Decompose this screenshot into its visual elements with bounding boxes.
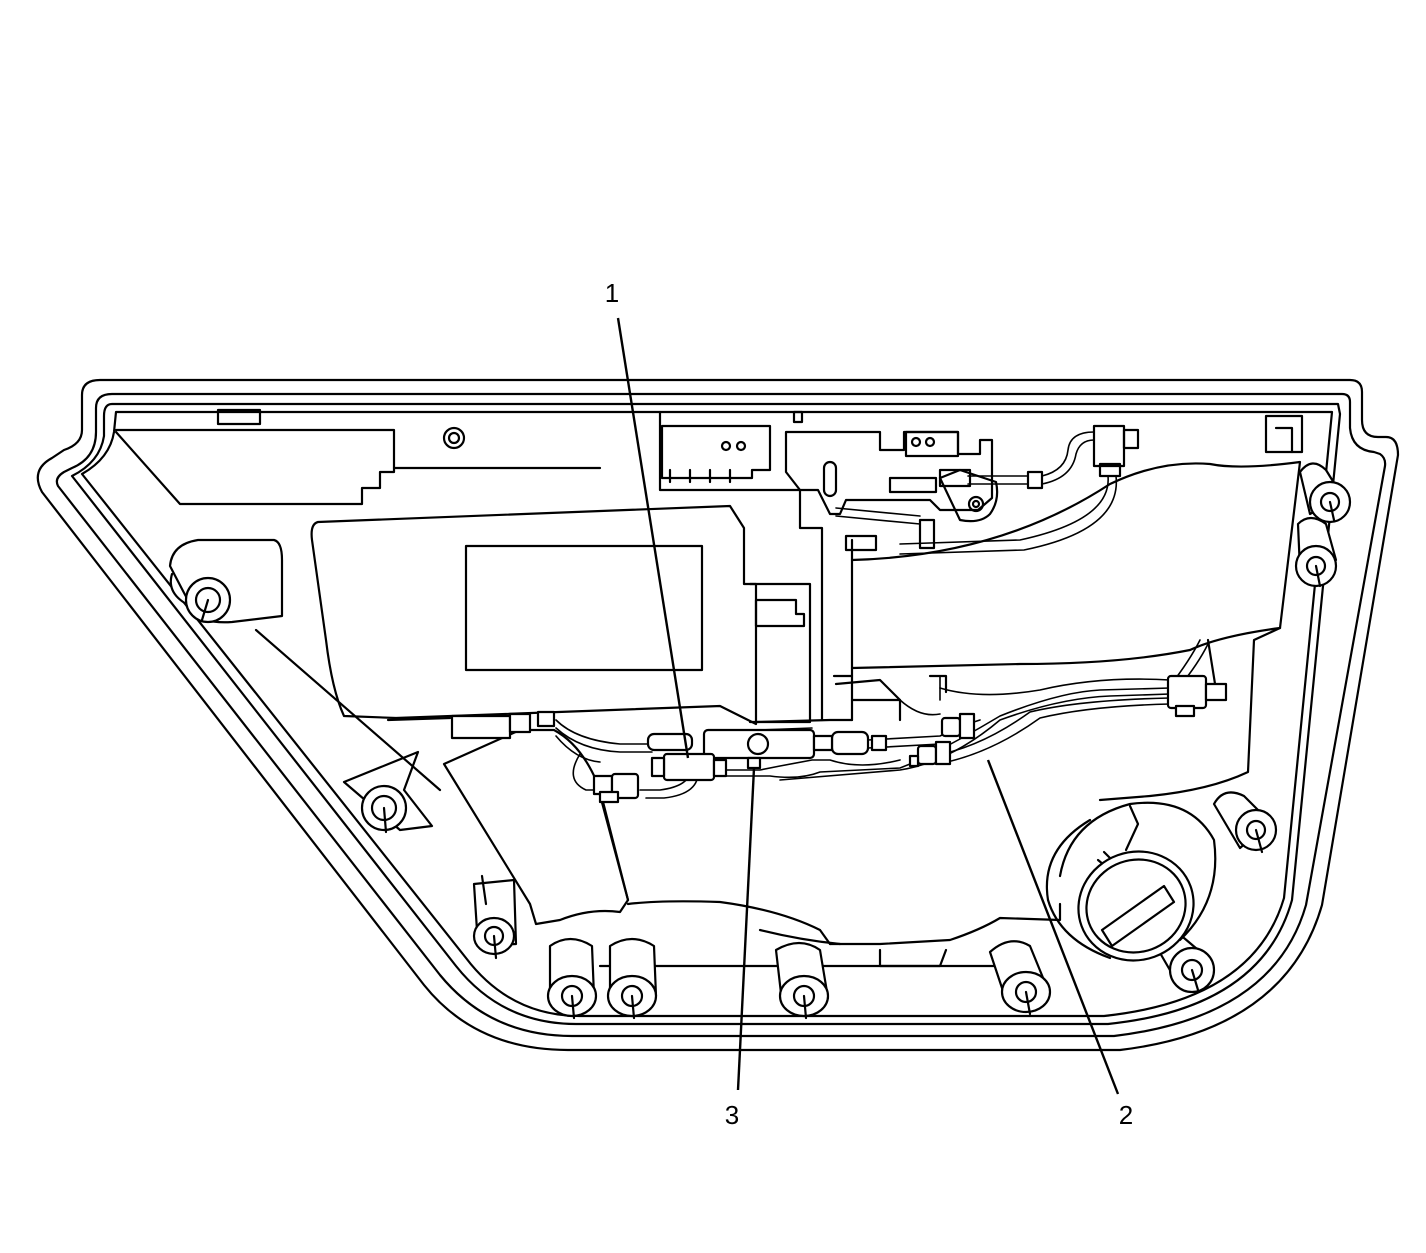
- callout-labels: 1 3 2: [605, 278, 1133, 1130]
- retainer-clip: [606, 937, 658, 1020]
- upper-left-bracket: [114, 408, 602, 506]
- clip-upper-left: [168, 538, 284, 624]
- callout-leaders: [616, 317, 1120, 1095]
- retainer-clip: [1212, 791, 1278, 854]
- retainer-clip: [988, 940, 1052, 1016]
- wiring-harness: [386, 639, 1228, 804]
- door-panel-outline: [36, 378, 1400, 1052]
- retainer-clip: [546, 937, 598, 1020]
- retainer-clip: [360, 784, 408, 834]
- water-deflector: [850, 460, 1302, 802]
- callout-3: 3: [725, 1100, 739, 1130]
- retainer-clip: [1294, 516, 1338, 588]
- retainer-clip: [774, 941, 830, 1020]
- retainer-clip: [472, 874, 518, 960]
- retainer-clip: [1298, 462, 1352, 524]
- center-frame: [658, 410, 902, 724]
- lower-foam-area: [254, 628, 1062, 968]
- callout-1: 1: [605, 278, 619, 308]
- callout-2: 2: [1119, 1100, 1133, 1130]
- leader-line-1: [616, 317, 690, 759]
- retainer-clips: [360, 462, 1352, 1020]
- lock-actuator-assembly: [660, 410, 1304, 555]
- leader-line-2: [986, 759, 1120, 1095]
- module-housing: [310, 504, 812, 726]
- window-regulator-handle: [1045, 801, 1217, 962]
- leader-line-3: [736, 767, 756, 1091]
